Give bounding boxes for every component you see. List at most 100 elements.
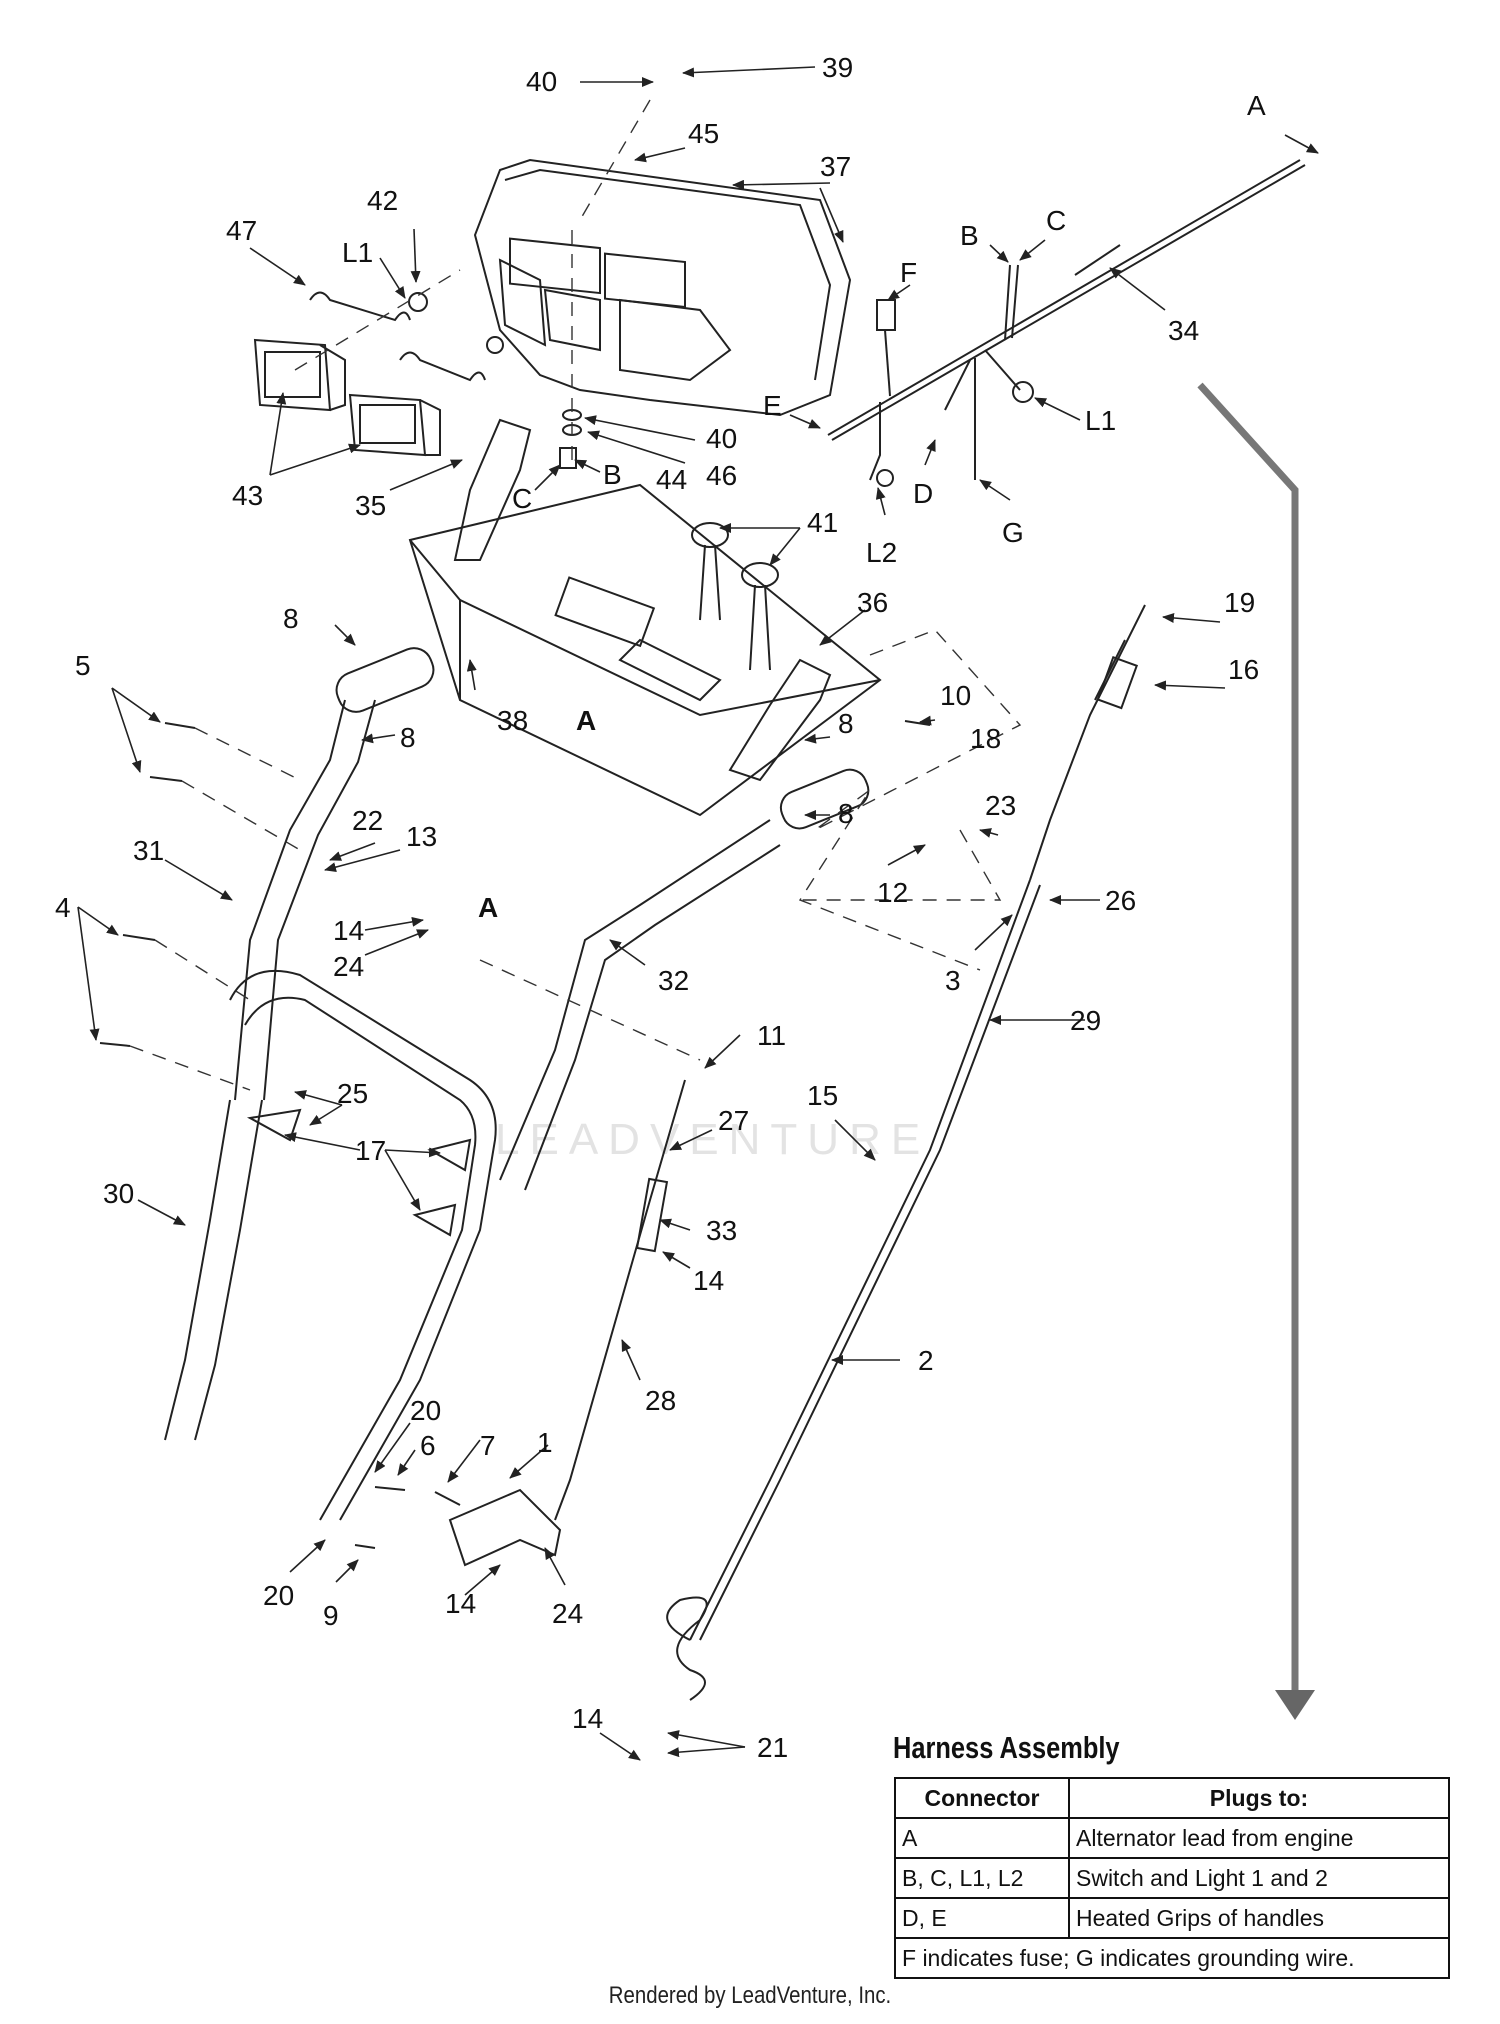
callout-19: 19 bbox=[1224, 587, 1255, 618]
bolt-4a bbox=[122, 934, 156, 941]
knob-17c bbox=[412, 1203, 457, 1237]
bracket-left bbox=[453, 418, 532, 561]
light-bracket-2 bbox=[399, 351, 486, 382]
watermark: LEADVENTURE bbox=[495, 1115, 931, 1164]
callout-B-switch: B bbox=[603, 459, 622, 490]
table-row: B, C, L1, L2 Switch and Light 1 and 2 bbox=[894, 1857, 1450, 1899]
callout-C-switch: C bbox=[512, 483, 532, 514]
harness-route-arrowhead bbox=[1275, 1690, 1315, 1720]
callout-1: 1 bbox=[537, 1427, 553, 1458]
leader-arrows bbox=[77, 66, 1319, 1761]
bolt-5a bbox=[164, 722, 196, 729]
callout-29: 29 bbox=[1070, 1005, 1101, 1036]
switch-44 bbox=[559, 447, 577, 469]
callout-8-c: 8 bbox=[838, 708, 854, 739]
dash-4b bbox=[129, 1045, 251, 1091]
harness-table: Connector Plugs to: A Alternator lead fr… bbox=[894, 1777, 1450, 1979]
callout-D: D bbox=[913, 478, 933, 509]
callout-A-bracket: A bbox=[478, 892, 498, 923]
connector-cell: B, C, L1, L2 bbox=[894, 1857, 1070, 1899]
callout-5: 5 bbox=[75, 650, 91, 681]
bolt-5b bbox=[149, 776, 183, 782]
spring-33 bbox=[635, 1177, 669, 1253]
harness-assembly-title: Harness Assembly bbox=[893, 1730, 1120, 1765]
callout-13: 13 bbox=[406, 821, 437, 852]
callout-20-a: 20 bbox=[410, 1395, 441, 1426]
callout-28: 28 bbox=[645, 1385, 676, 1416]
knob-17b bbox=[427, 1138, 472, 1172]
bolt-6 bbox=[374, 1486, 406, 1491]
callout-L2: L2 bbox=[866, 537, 897, 568]
callout-6: 6 bbox=[420, 1430, 436, 1461]
header-plugs-to: Plugs to: bbox=[1068, 1777, 1450, 1819]
callout-A-panel: A bbox=[576, 705, 596, 736]
light-bracket bbox=[309, 291, 411, 322]
callout-2: 2 bbox=[918, 1345, 934, 1376]
callout-44: 44 bbox=[656, 464, 687, 495]
callout-18: 18 bbox=[970, 723, 1001, 754]
callout-46: 46 bbox=[706, 460, 737, 491]
callout-14-b: 14 bbox=[693, 1265, 724, 1296]
knob-17a bbox=[246, 1108, 302, 1142]
callout-3: 3 bbox=[945, 965, 961, 996]
dash-box-right bbox=[798, 629, 1022, 971]
callout-45: 45 bbox=[688, 118, 719, 149]
bolt-9 bbox=[354, 1544, 376, 1549]
callout-34: 34 bbox=[1168, 315, 1199, 346]
bulb-L1 bbox=[486, 336, 504, 354]
callout-40-lower: 40 bbox=[706, 423, 737, 454]
callout-12: 12 bbox=[877, 877, 908, 908]
plugs-to-cell: Alternator lead from engine bbox=[1068, 1817, 1450, 1859]
crank-rod bbox=[666, 604, 1146, 1701]
callout-21: 21 bbox=[757, 1732, 788, 1763]
callout-26: 26 bbox=[1105, 885, 1136, 916]
table-row: D, E Heated Grips of handles bbox=[894, 1897, 1450, 1939]
dash-4a bbox=[154, 939, 251, 1001]
callout-25: 25 bbox=[337, 1078, 368, 1109]
callout-22: 22 bbox=[352, 805, 383, 836]
plugs-to-cell: Heated Grips of handles bbox=[1068, 1897, 1450, 1939]
plugs-to-cell: Switch and Light 1 and 2 bbox=[1068, 1857, 1450, 1899]
callout-36: 36 bbox=[857, 587, 888, 618]
bolt-7 bbox=[434, 1491, 461, 1506]
header-connector: Connector bbox=[894, 1777, 1070, 1819]
callout-31: 31 bbox=[133, 835, 164, 866]
callout-39: 39 bbox=[822, 52, 853, 83]
callout-42: 42 bbox=[367, 185, 398, 216]
cable-rod bbox=[554, 1079, 686, 1521]
dash-switch bbox=[800, 829, 1002, 901]
callout-9: 9 bbox=[323, 1600, 339, 1631]
callout-37: 37 bbox=[820, 151, 851, 182]
console-housing bbox=[473, 158, 852, 417]
lower-handle-left-30 bbox=[164, 969, 497, 1521]
callout-A-harness: A bbox=[1247, 90, 1266, 121]
harness-route-arrow bbox=[1197, 382, 1299, 1690]
table-row: A Alternator lead from engine bbox=[894, 1817, 1450, 1859]
callout-41: 41 bbox=[807, 507, 838, 538]
callout-14-a: 14 bbox=[333, 915, 364, 946]
callout-14-d: 14 bbox=[572, 1703, 603, 1734]
callout-47: 47 bbox=[226, 215, 257, 246]
callout-24-b: 24 bbox=[552, 1598, 583, 1629]
upper-handle-left bbox=[234, 647, 435, 1101]
connector-cell: D, E bbox=[894, 1897, 1070, 1939]
dash-A-bracket bbox=[479, 959, 701, 1061]
callout-C-harness: C bbox=[1046, 205, 1066, 236]
dash-39 bbox=[579, 99, 651, 221]
lever-1 bbox=[448, 1488, 562, 1567]
callout-L1-harness: L1 bbox=[1085, 405, 1116, 436]
callout-8-b: 8 bbox=[400, 722, 416, 753]
bolt-4b bbox=[99, 1042, 131, 1047]
callout-F: F bbox=[900, 257, 917, 288]
callout-L1-light: L1 bbox=[342, 237, 373, 268]
bracket-right bbox=[728, 658, 832, 782]
callout-38: 38 bbox=[497, 705, 528, 736]
callout-7: 7 bbox=[480, 1430, 496, 1461]
callout-15: 15 bbox=[807, 1080, 838, 1111]
harness-table-header: Connector Plugs to: bbox=[894, 1777, 1450, 1819]
callout-11: 11 bbox=[757, 1020, 786, 1051]
callout-4: 4 bbox=[55, 892, 71, 923]
bulb-42 bbox=[408, 292, 428, 312]
callout-40-top: 40 bbox=[526, 66, 557, 97]
